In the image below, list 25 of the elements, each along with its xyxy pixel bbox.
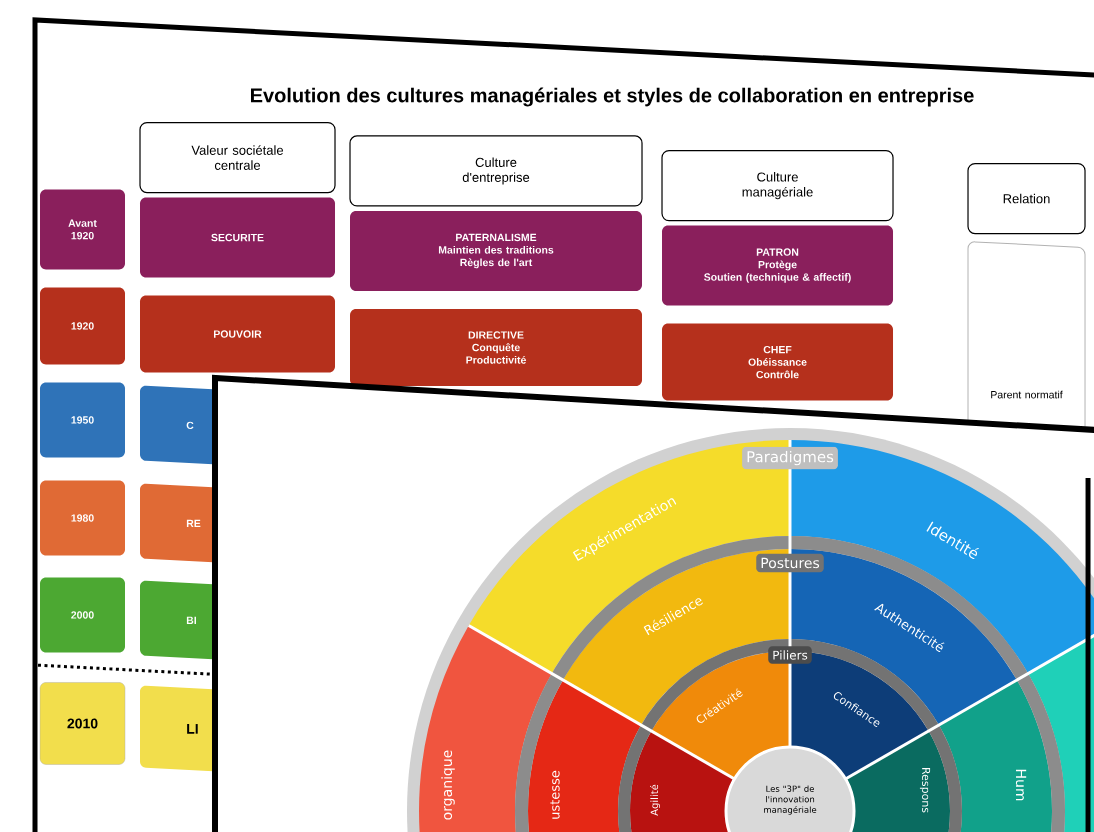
table-cell: PATERNALISME Maintien des traditions Règles de l'art (350, 210, 642, 291)
column-header: Culture managériale (661, 150, 894, 222)
column-header: Relation (967, 162, 1086, 235)
segment-label: Agilité (649, 784, 661, 816)
ring-badge: Piliers (768, 646, 812, 664)
table-cell: SECURITE (140, 197, 335, 278)
segment-label: organique (441, 750, 455, 820)
year-box: 2000 (40, 577, 125, 653)
segment-label: ustesse (550, 770, 560, 819)
year-box: 2010 (39, 682, 126, 765)
segment-label: Respons (919, 768, 931, 813)
column-header: Culture d'entreprise (349, 135, 643, 207)
ring-badge: Paradigmes (742, 446, 838, 470)
segment-label: Hum (1015, 769, 1027, 801)
table-cell: POUVOIR (140, 295, 335, 373)
year-box: 1980 (40, 480, 125, 556)
table-cell: PATRON Protège Soutien (technique & affectif) (662, 225, 893, 306)
column-header: Valeur sociétale centrale (139, 121, 336, 194)
center-label: Les "3P" de l'innovation managériale (764, 785, 817, 815)
year-box: Avant 1920 (40, 189, 125, 270)
title: Evolution des cultures managériales et styles de collaboration en entreprise (251, 87, 974, 107)
table-cell: CHEF Obéissance Contrôle (662, 323, 893, 401)
table-cell: DIRECTIVE Conquête Productivité (350, 309, 642, 386)
year-box: 1920 (40, 287, 125, 365)
year-box: 1950 (40, 382, 125, 458)
